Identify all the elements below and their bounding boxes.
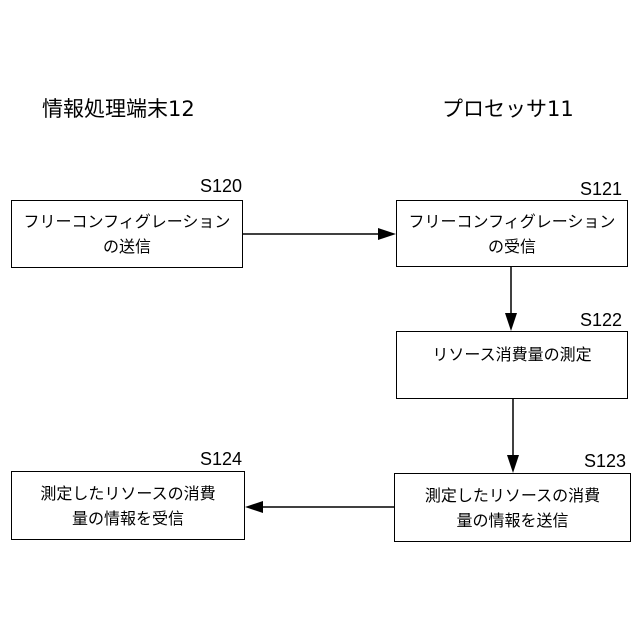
arrowhead-s122 bbox=[505, 313, 517, 331]
arrowhead-s121 bbox=[378, 228, 396, 240]
box-s123-send-measured-consumption: 測定したリソースの消費 量の情報を送信 bbox=[394, 473, 631, 542]
box-s124-line1: 測定したリソースの消費 bbox=[40, 481, 215, 506]
box-s121-line2: の受信 bbox=[488, 234, 536, 259]
box-s123-line2: 量の情報を送信 bbox=[456, 508, 568, 533]
box-s120-line2: の送信 bbox=[103, 234, 151, 259]
box-s124-line2: 量の情報を受信 bbox=[72, 506, 184, 531]
box-s120-send-free-configuration: フリーコンフィグレーション の送信 bbox=[11, 200, 243, 268]
box-s121-line1: フリーコンフィグレーション bbox=[409, 209, 616, 234]
box-s121-receive-free-configuration: フリーコンフィグレーション の受信 bbox=[396, 200, 628, 267]
box-s124-receive-measured-consumption: 測定したリソースの消費 量の情報を受信 bbox=[11, 471, 245, 540]
box-s122-line1: リソース消費量の測定 bbox=[432, 342, 591, 367]
box-s120-line1: フリーコンフィグレーション bbox=[24, 209, 231, 234]
arrowhead-s124 bbox=[245, 501, 263, 513]
arrowhead-s123 bbox=[507, 455, 519, 473]
box-s122-measure-resource-consumption: リソース消費量の測定 bbox=[396, 331, 628, 399]
box-s123-line1: 測定したリソースの消費 bbox=[425, 483, 600, 508]
